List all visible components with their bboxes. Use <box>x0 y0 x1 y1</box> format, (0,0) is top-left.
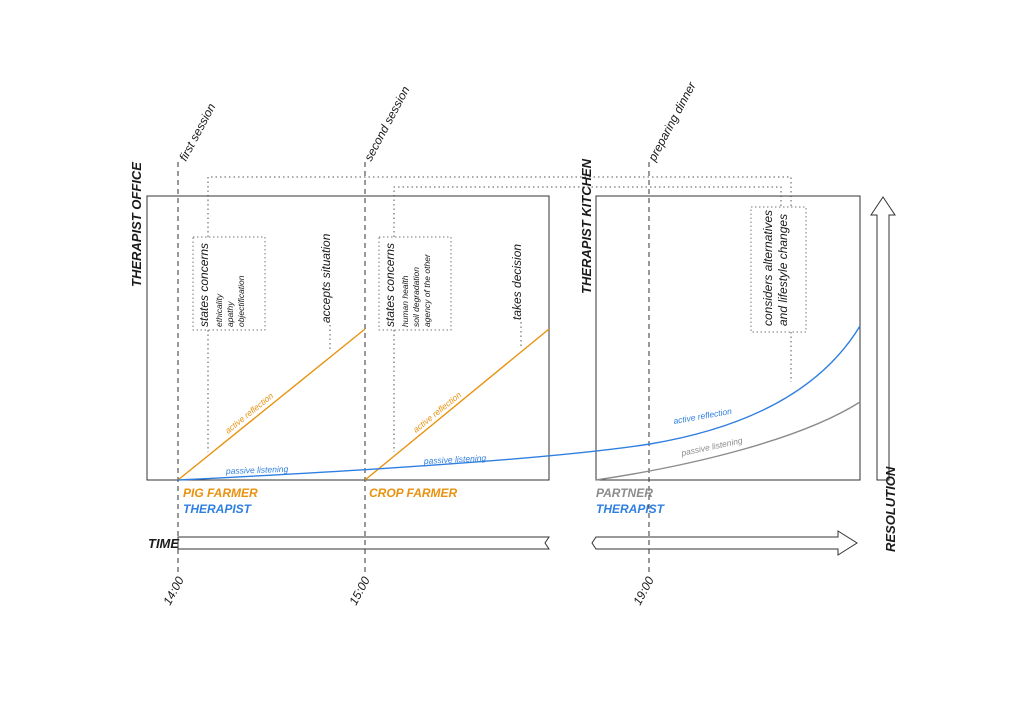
concerns-2-title: states concerns <box>383 243 397 327</box>
concerns-1-item-2: apathy <box>225 301 235 327</box>
label-crop-farmer: CROP FARMER <box>369 486 458 500</box>
therapist-kitchen-box <box>595 195 861 481</box>
concerns-2-box <box>378 236 452 331</box>
label-active-reflection-3: active reflection <box>673 406 733 426</box>
label-therapist-1: THERAPIST <box>183 502 253 516</box>
label-therapist-office: THERAPIST OFFICE <box>129 162 144 287</box>
label-time-axis: TIME <box>148 536 179 551</box>
concerns-1-item-3: objectification <box>236 275 246 327</box>
label-time-1500: 15:00 <box>346 574 373 607</box>
label-active-reflection-1: active reflection <box>223 390 275 435</box>
concerns-2-item-2: soil degradation <box>411 267 421 327</box>
time-arrow-right-segment <box>591 530 858 556</box>
concerns-2-item-3: agency of the other <box>422 253 432 327</box>
label-time-1900: 19:00 <box>630 574 657 607</box>
label-alternatives-line-1: considers alternatives <box>761 210 775 326</box>
connector-first-to-dinner <box>207 176 792 237</box>
label-partner: PARTNER <box>596 486 653 500</box>
concerns-2-item-1: human health <box>400 275 410 327</box>
therapist-curve <box>177 325 861 481</box>
label-passive-listening-3: passive listening <box>679 435 743 458</box>
connector-second-to-dinner <box>393 186 782 237</box>
time-arrow-left-segment <box>177 536 550 550</box>
concerns-1-title: states concerns <box>197 243 211 327</box>
label-passive-listening-1: passive listening <box>225 464 289 476</box>
label-accepts-situation: accepts situation <box>319 233 333 323</box>
concern-connectors <box>207 176 792 452</box>
partner-curve <box>595 401 861 481</box>
label-active-reflection-2: active reflection <box>411 389 463 434</box>
concerns-1-box <box>192 236 266 331</box>
label-preparing-dinner: preparing dinner <box>645 79 699 165</box>
active-reflection-line-2 <box>364 328 550 481</box>
label-passive-listening-2: passive listening <box>423 453 487 466</box>
label-time-1400: 14:00 <box>160 574 187 607</box>
resolution-arrow <box>870 196 896 481</box>
label-resolution-axis: RESOLUTION <box>883 466 898 552</box>
label-therapist-kitchen: THERAPIST KITCHEN <box>579 158 594 294</box>
concerns-1-item-1: ethicality <box>214 293 224 327</box>
label-therapist-2: THERAPIST <box>596 502 666 516</box>
label-alternatives-line-2: and lifestyle changes <box>776 214 790 326</box>
label-takes-decision: takes decision <box>510 244 524 320</box>
alternatives-box <box>750 206 807 333</box>
active-reflection-line-1 <box>177 328 366 481</box>
label-second-session: second session <box>361 84 412 164</box>
label-first-session: first session <box>176 101 218 164</box>
therapist-office-box <box>146 195 550 481</box>
label-pig-farmer: PIG FARMER <box>183 486 258 500</box>
